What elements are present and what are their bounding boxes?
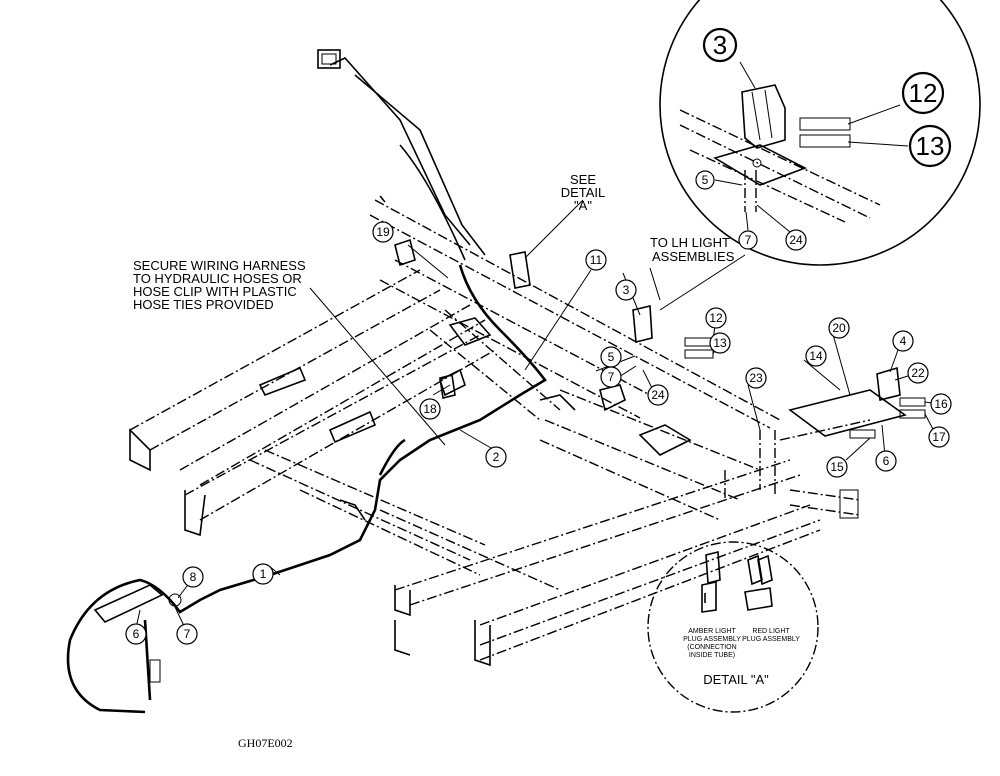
inset-callout-13: 13 <box>908 124 952 168</box>
main-frame <box>129 195 926 667</box>
svg-text:4: 4 <box>900 334 907 348</box>
svg-text:SECURE WIRING HARNESS: SECURE WIRING HARNESS <box>133 258 306 273</box>
svg-text:HOSE CLIP WITH PLASTIC: HOSE CLIP WITH PLASTIC <box>133 284 297 299</box>
hitch-tongue <box>317 49 486 261</box>
callout-3: 3 <box>615 279 637 301</box>
svg-text:19: 19 <box>376 225 390 239</box>
callout-14: 14 <box>805 345 827 367</box>
callout-2: 2 <box>485 446 507 468</box>
svg-text:24: 24 <box>651 388 665 402</box>
note-lh-light: TO LH LIGHT ASSEMBLIES <box>650 235 735 264</box>
callout-bottom-7: 7 <box>176 623 198 645</box>
svg-text:2: 2 <box>493 450 500 464</box>
svg-text:AMBER LIGHT: AMBER LIGHT <box>688 628 736 635</box>
svg-text:DETAIL: DETAIL <box>561 185 606 200</box>
note-see-detail: SEE DETAIL "A" <box>561 172 606 213</box>
svg-text:PLUG ASSEMBLY: PLUG ASSEMBLY <box>742 636 800 643</box>
callout-8: 8 <box>182 566 204 588</box>
svg-text:6: 6 <box>883 454 890 468</box>
svg-text:5: 5 <box>608 350 615 364</box>
callout-20: 20 <box>828 317 850 339</box>
svg-text:14: 14 <box>809 349 823 363</box>
svg-text:12: 12 <box>709 311 723 325</box>
callout-4: 4 <box>892 330 914 352</box>
svg-text:PLUG ASSEMBLY: PLUG ASSEMBLY <box>683 636 741 643</box>
callout-7: 7 <box>600 366 622 388</box>
inset-callout-5: 5 <box>695 170 715 190</box>
svg-text:11: 11 <box>590 253 603 267</box>
svg-text:3: 3 <box>713 30 727 60</box>
svg-text:7: 7 <box>184 627 191 641</box>
svg-text:5: 5 <box>702 173 709 187</box>
callout-15: 15 <box>826 456 848 478</box>
svg-text:1: 1 <box>260 567 267 581</box>
inset-callout-3: 3 <box>702 27 738 63</box>
svg-text:6: 6 <box>133 627 140 641</box>
callout-5: 5 <box>600 346 622 368</box>
svg-text:24: 24 <box>789 233 803 247</box>
callout-23: 23 <box>745 367 767 389</box>
svg-text:22: 22 <box>911 366 925 380</box>
drawing-code: GH07E002 <box>238 736 293 750</box>
svg-text:16: 16 <box>934 397 948 411</box>
svg-text:8: 8 <box>190 570 197 584</box>
detail-a <box>647 541 819 713</box>
svg-text:13: 13 <box>713 336 727 350</box>
svg-text:RED LIGHT: RED LIGHT <box>752 628 790 635</box>
callout-12: 12 <box>705 307 727 329</box>
svg-text:TO HYDRAULIC HOSES OR: TO HYDRAULIC HOSES OR <box>133 271 302 286</box>
callout-1: 1 <box>252 563 274 585</box>
svg-text:DETAIL "A": DETAIL "A" <box>703 672 769 687</box>
detail-a-circle <box>647 541 819 713</box>
detail-a-labels: AMBER LIGHT PLUG ASSEMBLY (CONNECTION IN… <box>683 628 800 687</box>
svg-text:15: 15 <box>830 460 844 474</box>
callout-24: 24 <box>647 384 669 406</box>
inset-circle <box>659 0 981 266</box>
svg-text:17: 17 <box>932 430 946 444</box>
callout-18: 18 <box>419 398 441 420</box>
svg-text:(CONNECTION: (CONNECTION <box>687 644 736 651</box>
callout-bottom-6: 6 <box>125 623 147 645</box>
callout-6: 6 <box>875 450 897 472</box>
callout-17: 17 <box>928 426 950 448</box>
inset-detail <box>659 0 981 266</box>
svg-text:18: 18 <box>423 402 437 416</box>
callout-22: 22 <box>907 362 929 384</box>
svg-text:HOSE TIES PROVIDED: HOSE TIES PROVIDED <box>133 297 274 312</box>
svg-text:"A": "A" <box>574 198 592 213</box>
inset-callout-24: 24 <box>785 229 807 251</box>
callout-11: 11 <box>585 249 607 271</box>
callout-13: 13 <box>709 332 731 354</box>
svg-text:3: 3 <box>623 283 630 297</box>
svg-text:SEE: SEE <box>570 172 596 187</box>
svg-text:13: 13 <box>916 131 945 161</box>
callout-19: 19 <box>372 221 394 243</box>
callout-16: 16 <box>930 393 952 415</box>
svg-text:23: 23 <box>749 371 763 385</box>
svg-text:TO LH LIGHT: TO LH LIGHT <box>650 235 730 250</box>
note-secure-harness: SECURE WIRING HARNESS TO HYDRAULIC HOSES… <box>133 258 306 312</box>
svg-text:20: 20 <box>832 321 846 335</box>
inset-callout-12: 12 <box>901 71 945 115</box>
svg-text:12: 12 <box>909 78 938 108</box>
svg-text:7: 7 <box>745 233 752 247</box>
inset-callout-7: 7 <box>738 230 758 250</box>
svg-text:7: 7 <box>608 370 615 384</box>
svg-text:ASSEMBLIES: ASSEMBLIES <box>652 249 735 264</box>
svg-text:INSIDE TUBE): INSIDE TUBE) <box>689 652 735 659</box>
